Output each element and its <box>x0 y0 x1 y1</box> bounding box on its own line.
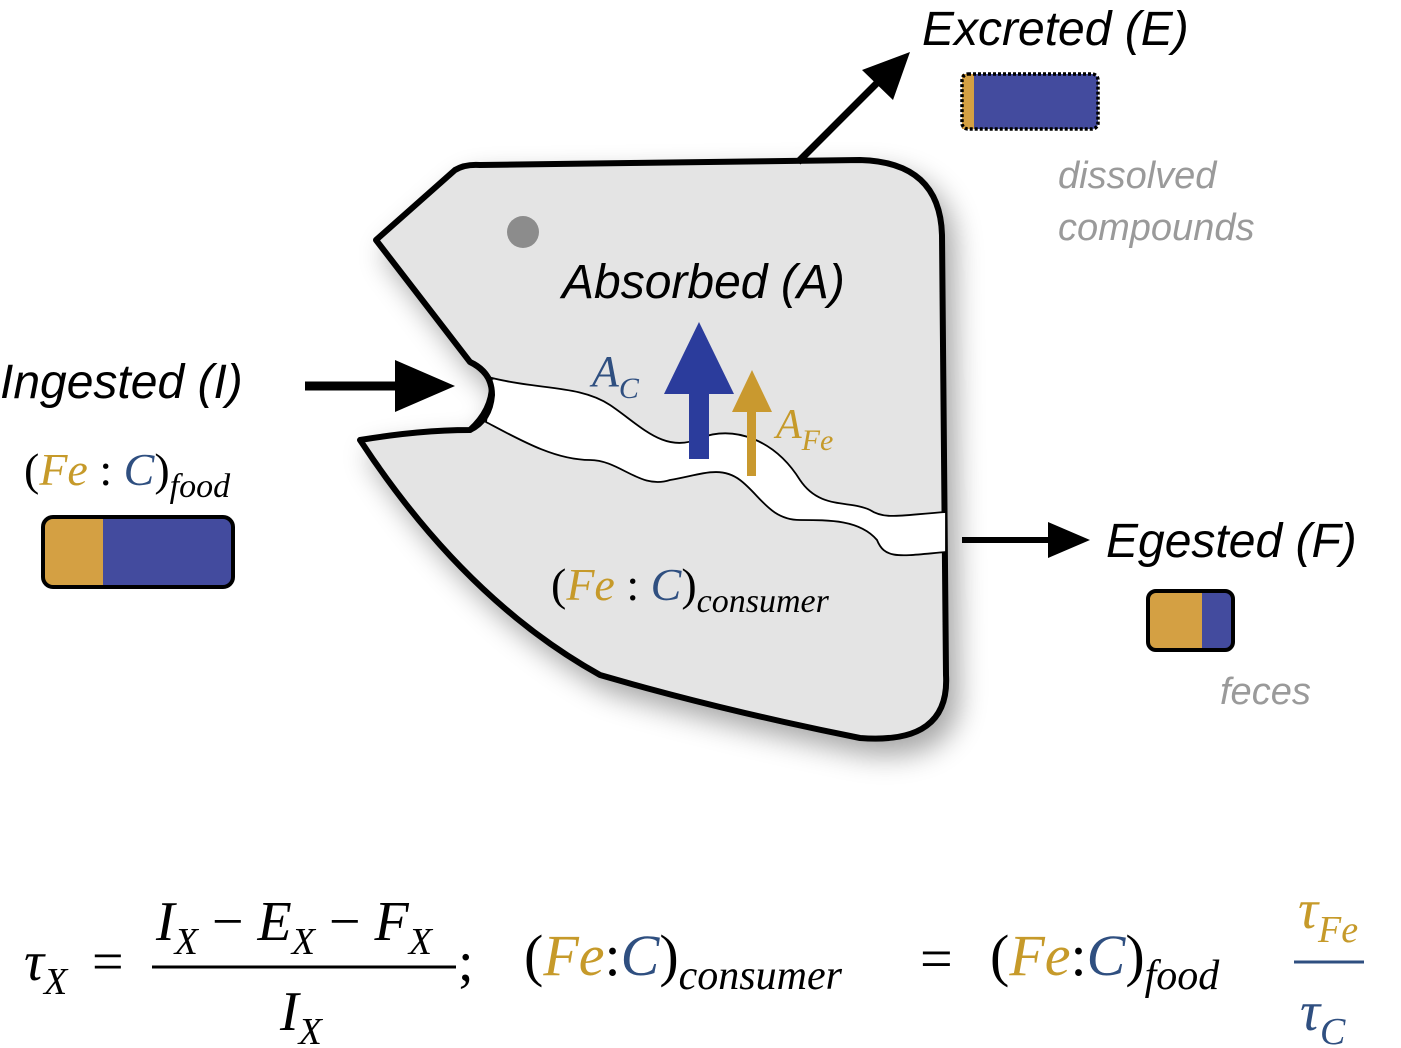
gut-tube <box>485 376 947 557</box>
formula-consumer-ratio: (Fe:C)consumer <box>524 923 843 999</box>
mouth-lip <box>468 359 496 433</box>
dissolved-label-line2: compounds <box>1058 207 1254 249</box>
tau-fe-symbol: τFe <box>1298 879 1358 951</box>
food-ratio-bar <box>41 515 235 589</box>
feces-ratio-bar <box>1146 589 1235 652</box>
excreted-label: Excreted (E) <box>922 3 1189 56</box>
retention-numerator: IX − EX − FX <box>155 891 434 963</box>
equals-sign-1: = <box>92 931 124 993</box>
retention-formula: τX = IX − EX − FX IX ; (Fe:C)consumer = … <box>24 879 1364 1048</box>
dissolved-label-line1: dissolved <box>1058 155 1218 197</box>
food-ratio-label: (Fe : C)food <box>24 444 231 505</box>
equals-sign-2: = <box>920 926 953 991</box>
carbon-absorption-label: AC <box>589 347 640 405</box>
formula-food-ratio: (Fe:C)food <box>990 923 1220 999</box>
tau-c-symbol: τC <box>1300 981 1346 1048</box>
iron-absorption-label: AFe <box>773 402 833 457</box>
ingest-arrow <box>305 360 455 412</box>
ingested-label: Ingested (I) <box>0 356 243 409</box>
dissolved-ratio-bar <box>960 72 1100 131</box>
semicolon: ; <box>458 931 474 993</box>
tau-x-symbol: τX <box>24 931 69 1003</box>
excrete-arrow <box>795 52 910 165</box>
consumer-ratio-label: (Fe : C)consumer <box>551 559 830 620</box>
iron-absorption-arrow <box>732 370 772 476</box>
egest-arrow <box>962 522 1090 558</box>
carbon-absorption-arrow <box>664 322 734 459</box>
eye-dot <box>507 216 539 248</box>
absorbed-label: Absorbed (A) <box>559 256 845 309</box>
retention-denominator: IX <box>279 981 324 1048</box>
egested-label: Egested (F) <box>1106 515 1357 568</box>
feces-label: feces <box>1220 671 1311 713</box>
